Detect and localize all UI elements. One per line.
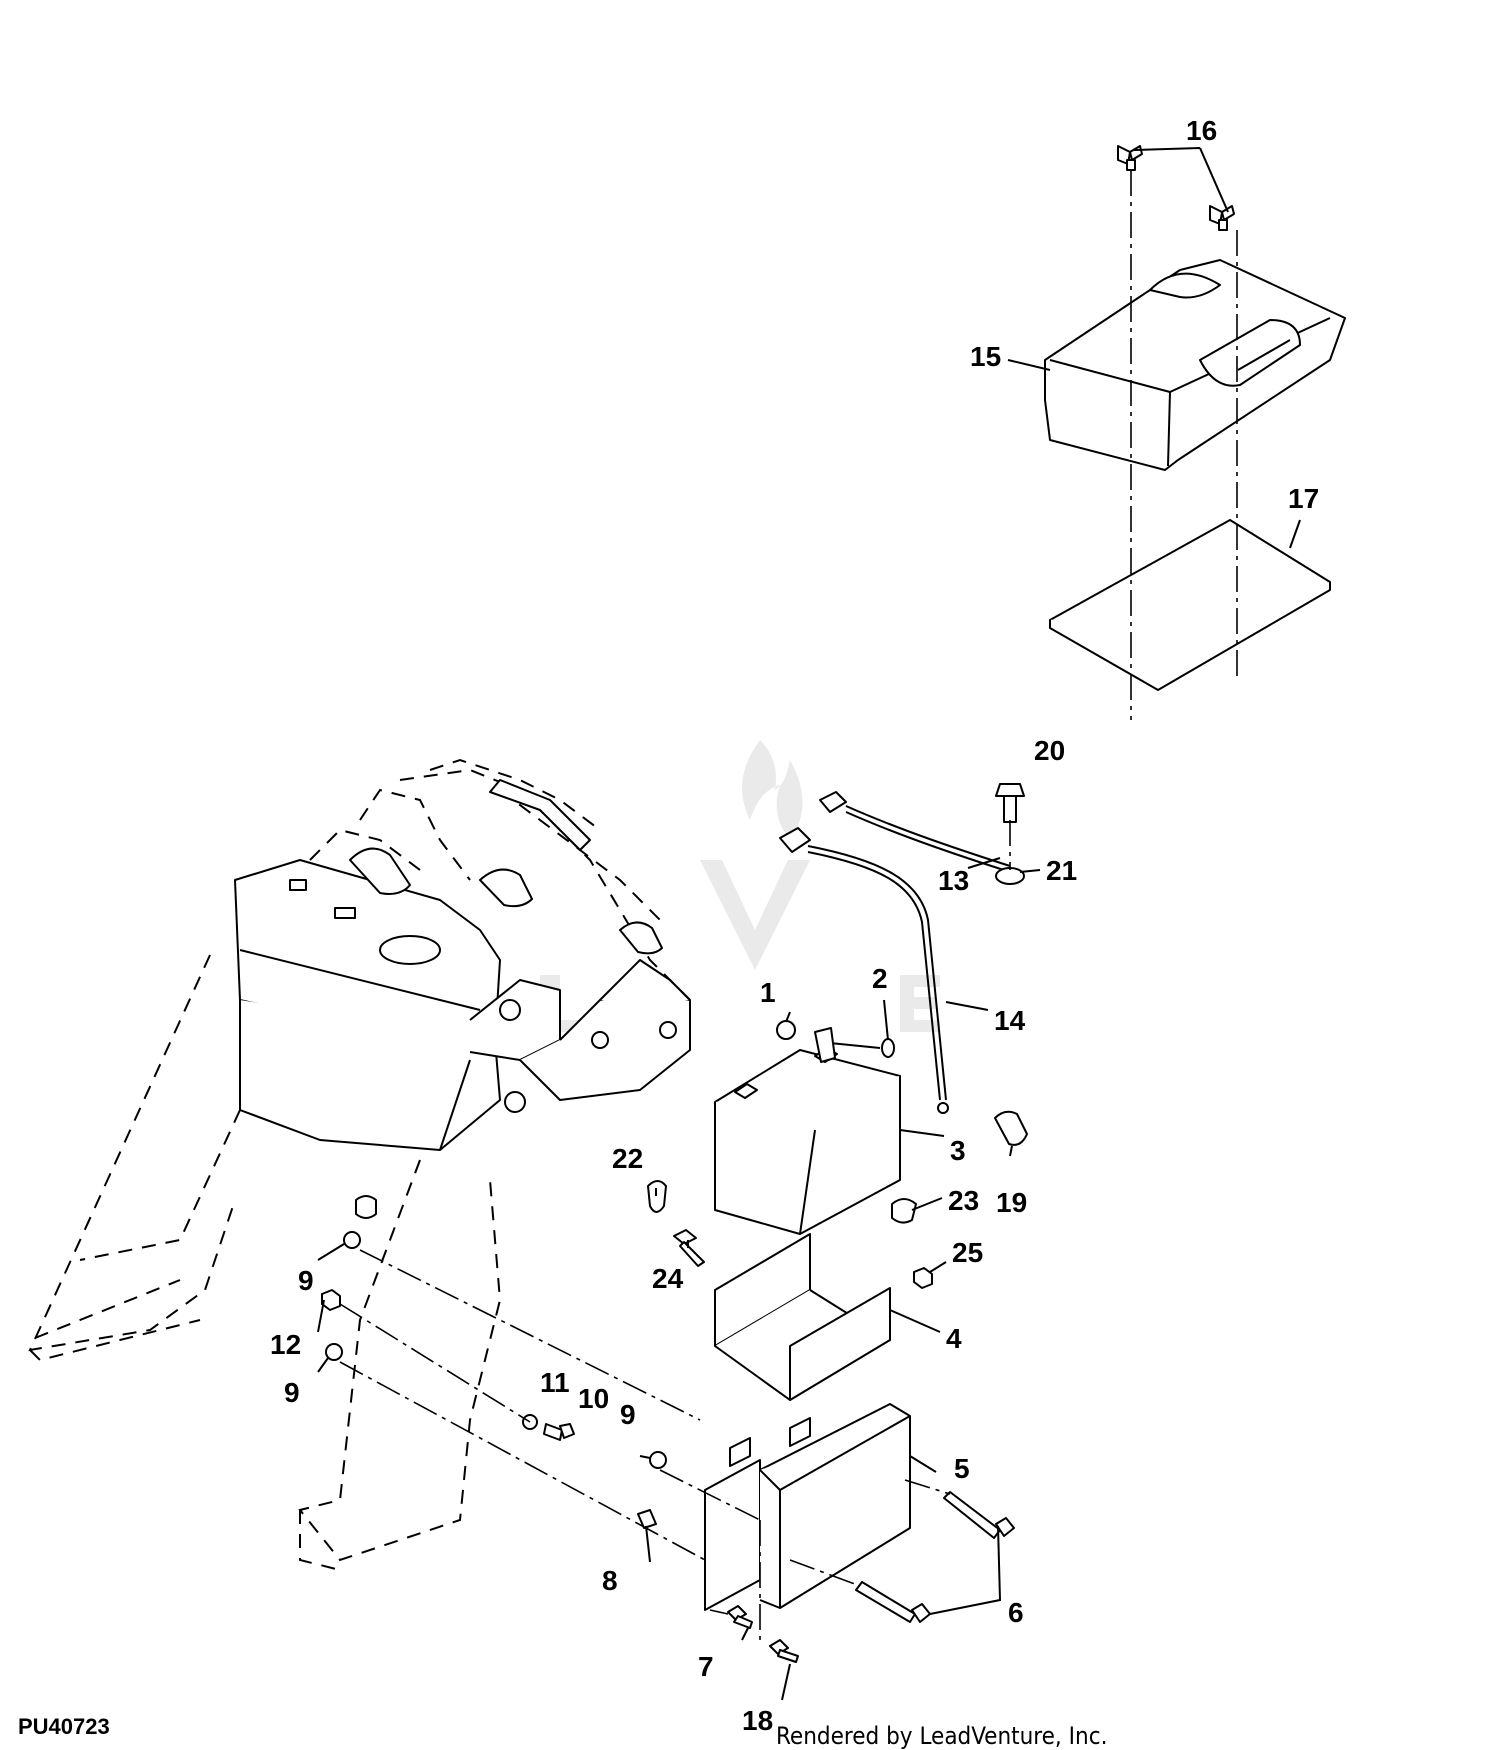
callout-13: 13 — [938, 865, 969, 896]
bolt-18 — [769, 1639, 799, 1663]
callout-7: 7 — [698, 1651, 714, 1682]
callout-17: 17 — [1288, 483, 1319, 514]
callout-10: 10 — [578, 1383, 609, 1414]
callout-labels: 16 15 17 20 21 13 1 2 14 3 19 22 23 24 2… — [270, 115, 1319, 1736]
terminal-clamp — [814, 1027, 836, 1063]
bolt-10 — [543, 1423, 575, 1441]
callout-24: 24 — [652, 1263, 684, 1294]
callout-9-b: 9 — [284, 1377, 300, 1408]
callout-16: 16 — [1186, 115, 1217, 146]
nut-1 — [776, 1020, 796, 1040]
spacer-8 — [637, 1509, 657, 1529]
washer-9-b — [325, 1343, 343, 1361]
callout-14: 14 — [994, 1005, 1026, 1036]
frame-assembly — [28, 758, 691, 1571]
terminal-boot-19 — [994, 1110, 1028, 1146]
callout-3: 3 — [950, 1135, 966, 1166]
clip-22 — [647, 1180, 667, 1213]
callout-25: 25 — [952, 1237, 983, 1268]
callout-23: 23 — [948, 1185, 979, 1216]
screw-20 — [995, 783, 1025, 823]
callout-4: 4 — [946, 1323, 962, 1354]
callout-22: 22 — [612, 1143, 643, 1174]
leader-lines — [317, 147, 1301, 1701]
nut-25 — [913, 1267, 933, 1289]
callout-21: 21 — [1046, 855, 1077, 886]
battery-box — [704, 1403, 911, 1611]
clip-23 — [891, 1198, 917, 1224]
callout-9-c: 9 — [620, 1399, 636, 1430]
callout-20: 20 — [1034, 735, 1065, 766]
bolt-6-upper — [943, 1491, 1015, 1539]
callout-5: 5 — [954, 1453, 970, 1484]
callout-18: 18 — [742, 1705, 773, 1736]
bolt-24 — [673, 1229, 705, 1267]
washer-9-c — [649, 1451, 667, 1469]
nut-12 — [321, 1289, 341, 1311]
battery — [714, 1047, 901, 1235]
bolt-6-lower — [855, 1581, 931, 1623]
callout-11: 11 — [540, 1367, 570, 1398]
battery-cover — [1044, 259, 1346, 471]
figure-id: PU40723 — [18, 1714, 110, 1739]
callout-12: 12 — [270, 1329, 301, 1360]
render-credit: Rendered by LeadVenture, Inc. — [776, 1722, 1107, 1750]
callout-2: 2 — [872, 963, 888, 994]
callout-9-a: 9 — [298, 1265, 314, 1296]
wing-nut-right — [1209, 205, 1235, 231]
callout-8: 8 — [602, 1565, 618, 1596]
battery-liner — [714, 1233, 891, 1401]
centerlines — [339, 170, 1238, 1646]
callout-1: 1 — [760, 977, 776, 1008]
callout-19: 19 — [996, 1187, 1027, 1218]
callout-6: 6 — [1008, 1597, 1024, 1628]
callout-15: 15 — [970, 341, 1001, 372]
washer-21 — [995, 867, 1025, 885]
washer-9-a — [343, 1231, 361, 1249]
bolt-7 — [727, 1605, 753, 1629]
battery-pad — [1049, 519, 1331, 691]
